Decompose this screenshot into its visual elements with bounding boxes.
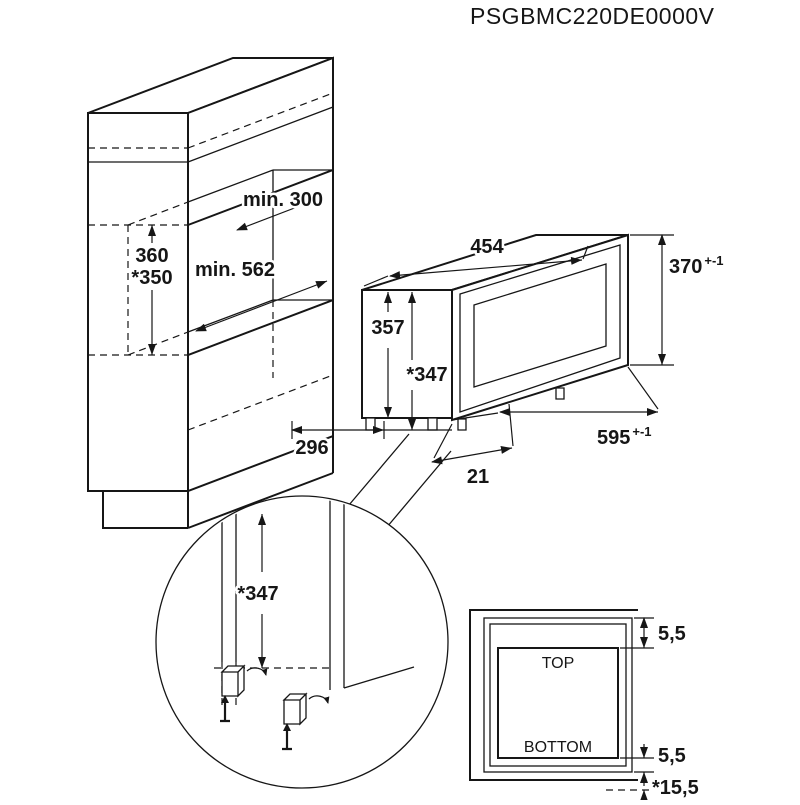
front-view-housing [469, 609, 638, 781]
detail-callout-lines [348, 433, 452, 528]
dim-label-niche-height: 360 [135, 245, 168, 267]
dim-label-depth: 296 [295, 437, 328, 459]
dim-door-protrusion: 21 [431, 403, 514, 491]
screw-icon [282, 723, 292, 751]
product-code: PSGBMC220DE0000V [470, 3, 715, 29]
dim-detail-height-adjusted: *347 [235, 514, 281, 668]
cabinet-side-face [87, 112, 189, 492]
detail-cabinet-wall [221, 498, 237, 662]
detail-oven-edge [329, 498, 415, 690]
detail-circle [155, 495, 449, 789]
front-view: TOP BOTTOM 5,5 5,5 *15,5 [469, 609, 701, 803]
front-view-frame-outer [483, 617, 633, 773]
dim-oven-depth: 296 [291, 421, 452, 462]
dim-label-front-width: 595+-1 [597, 424, 652, 449]
niche-hidden-lines [127, 201, 334, 431]
dim-label-front-height: 370+-1 [669, 253, 724, 278]
dim-niche-height: 360 *350 [129, 225, 175, 355]
dim-label-gap-bottom: 5,5 [658, 745, 686, 767]
dim-oven-front-height: 370+-1 [630, 234, 726, 366]
dim-label-gap-bottom-adjusted: *15,5 [652, 777, 699, 799]
dim-label-gap-top: 5,5 [658, 623, 686, 645]
detail-foot-2 [282, 692, 330, 751]
detail-view: *347 [155, 495, 449, 789]
detail-foot-1 [220, 664, 268, 723]
rotate-arrow-icon [246, 667, 268, 676]
cabinet-shelf [88, 106, 334, 163]
oven-door [451, 233, 629, 422]
oven-drawing [361, 233, 629, 431]
dim-label-body-width: 454 [470, 236, 504, 258]
dim-gap-bottom: 5,5 [620, 743, 688, 786]
dim-gap-top: 5,5 [620, 617, 688, 649]
dim-oven-body-width: 454 [363, 234, 589, 287]
detail-content: *347 [214, 498, 415, 751]
cabinet-hidden-shelf [88, 92, 334, 149]
dim-niche-depth: min. 300 [236, 187, 326, 231]
screw-icon [220, 695, 230, 723]
dim-oven-front-width: 595+-1 [451, 366, 659, 452]
dim-label-body-height: 357 [371, 317, 404, 339]
cabinet-drawing [87, 56, 334, 529]
dim-oven-body-height-adjusted: *347 [404, 292, 450, 430]
dim-label-door-protrusion: 21 [467, 466, 489, 488]
dim-label-niche-width: min. 562 [195, 259, 275, 281]
label-top: TOP [542, 655, 575, 672]
dim-label-niche-depth: min. 300 [243, 189, 323, 211]
front-view-frame-inner [489, 623, 627, 767]
dim-niche-width: min. 562 [192, 257, 328, 332]
dim-label-body-height-adjusted: *347 [406, 364, 447, 386]
detail-cabinet-wall-hidden [221, 662, 237, 706]
dim-label-niche-height-adjusted: *350 [131, 267, 172, 289]
cabinet-plinth [88, 436, 334, 529]
niche-height-extensions [88, 224, 188, 356]
label-bottom: BOTTOM [524, 739, 592, 756]
dim-oven-body-height: 357 [369, 292, 407, 418]
oven-side-face [361, 289, 453, 419]
dim-gap-bottom-adjusted: *15,5 [606, 775, 701, 803]
dim-label-detail-height-adjusted: *347 [237, 583, 278, 605]
front-view-cavity [497, 647, 619, 759]
rotate-arrow-icon [308, 695, 330, 704]
